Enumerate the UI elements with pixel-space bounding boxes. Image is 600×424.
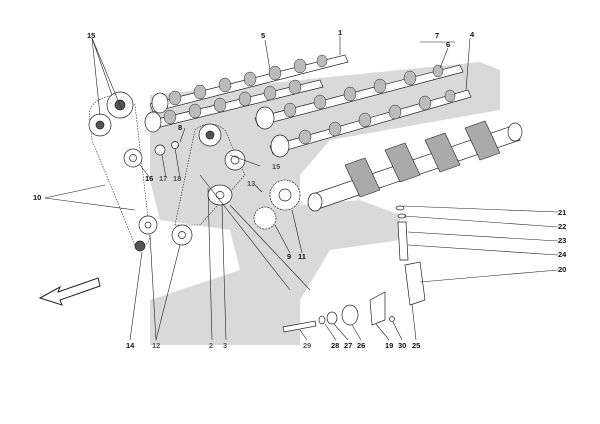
callout-17: 17 xyxy=(159,174,167,183)
crankshaft xyxy=(307,120,523,212)
camshaft-upper-right xyxy=(254,64,464,130)
callout-27: 27 xyxy=(344,341,352,350)
callout-18: 18 xyxy=(173,174,181,183)
callout-4: 4 xyxy=(470,30,475,39)
callout-5: 5 xyxy=(261,31,265,40)
callout-13: 13 xyxy=(247,179,255,188)
callout-6: 6 xyxy=(446,40,450,49)
callout-2: 2 xyxy=(209,341,213,350)
callout-29: 29 xyxy=(303,341,311,350)
callout-26: 26 xyxy=(357,341,365,350)
callout-8: 8 xyxy=(178,123,182,132)
camshaft-lower-right xyxy=(269,89,472,158)
callout-7: 7 xyxy=(435,31,439,40)
callout-15-right: 15 xyxy=(272,162,280,171)
washer-14 xyxy=(134,240,146,252)
pulley-15-mid xyxy=(88,113,112,137)
callout-14: 14 xyxy=(126,341,135,350)
callout-21: 21 xyxy=(558,208,566,217)
tensioner-pulley-16 xyxy=(123,148,143,168)
front-direction-arrow xyxy=(38,277,101,306)
callout-28: 28 xyxy=(331,341,339,350)
idler-pulley-17 xyxy=(154,141,179,156)
callout-15-top: 15 xyxy=(87,31,95,40)
callout-labels: 15 5 1 7 6 4 8 15 16 17 18 13 10 9 11 21… xyxy=(33,28,567,350)
callout-25: 25 xyxy=(412,341,420,350)
callout-22: 22 xyxy=(558,222,566,231)
tensioner-assembly xyxy=(282,205,426,333)
callout-23: 23 xyxy=(558,236,566,245)
callout-1: 1 xyxy=(338,28,342,37)
pulley-right-camshaft xyxy=(198,123,222,147)
camshaft-upper-left xyxy=(149,54,349,114)
idler-pulley-center xyxy=(207,184,233,206)
leader-lines xyxy=(44,36,559,341)
callout-24: 24 xyxy=(558,250,567,259)
callout-19: 19 xyxy=(385,341,393,350)
gear-9-11 xyxy=(253,179,301,230)
callout-10: 10 xyxy=(33,193,41,202)
callout-12: 12 xyxy=(152,341,160,350)
callout-16: 16 xyxy=(145,174,153,183)
callout-3: 3 xyxy=(223,341,227,350)
callout-11: 11 xyxy=(298,252,306,261)
drive-pulley-lower-right xyxy=(171,224,193,246)
camshaft-lower-left xyxy=(144,79,324,133)
drive-pulley-lower-left xyxy=(138,215,158,235)
tensioner-pulley-right xyxy=(224,149,246,171)
callout-30: 30 xyxy=(398,341,406,350)
callout-20: 20 xyxy=(558,265,566,274)
callout-9: 9 xyxy=(287,252,291,261)
